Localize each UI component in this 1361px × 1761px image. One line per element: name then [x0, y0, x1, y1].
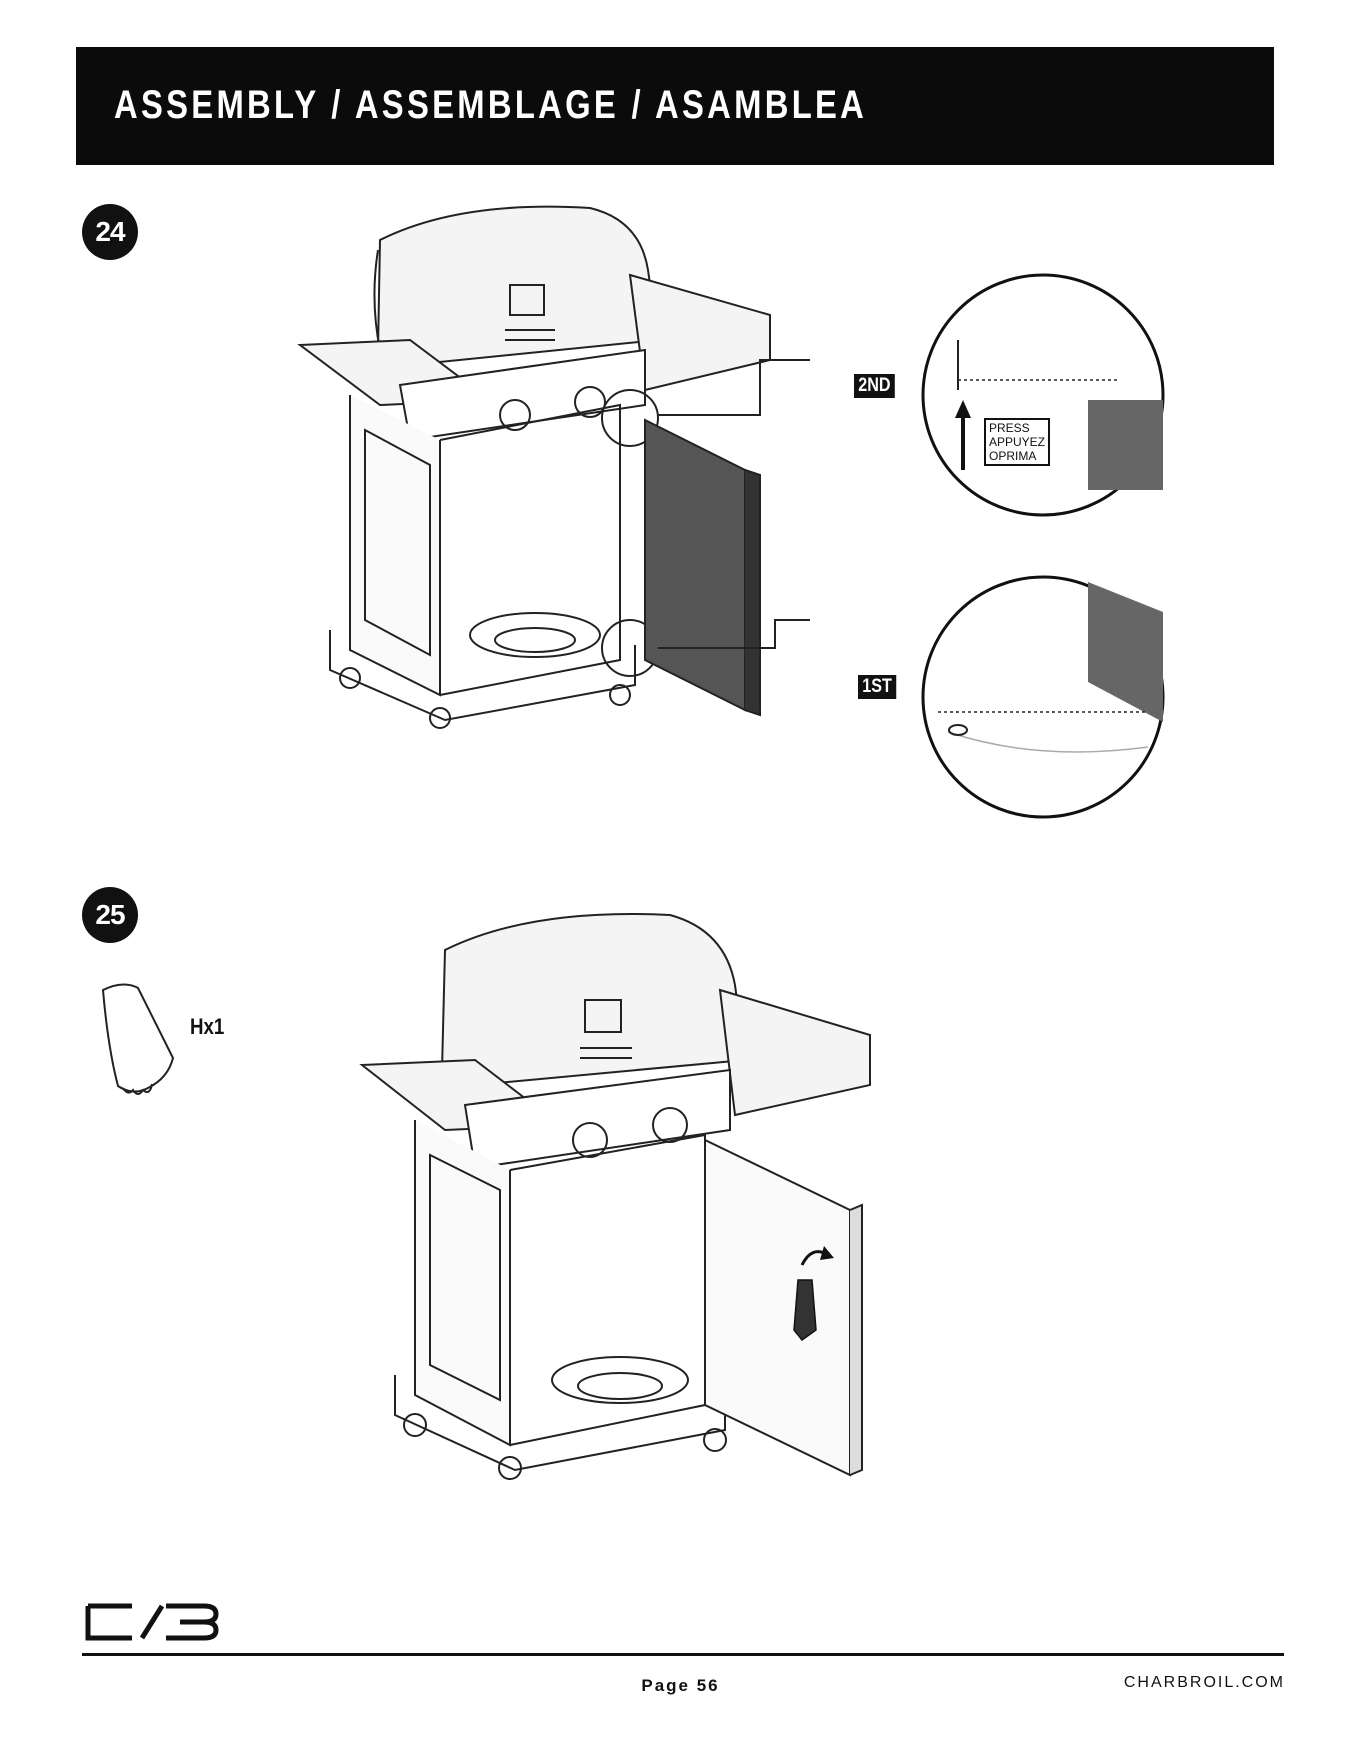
step-24-badge: 24: [82, 204, 138, 260]
header-bar: ASSEMBLY / ASSEMBLAGE / ASAMBLEA: [76, 47, 1274, 165]
website-link[interactable]: CHARBROIL.COM: [1124, 1674, 1285, 1692]
callout-1st: 1ST: [858, 675, 896, 699]
footer-rule: [82, 1653, 1284, 1656]
hook-part-icon: [88, 978, 198, 1108]
callout-2nd: 2ND: [854, 374, 895, 398]
step-24-grill-illustration: [290, 190, 870, 830]
step-25-badge: 25: [82, 887, 138, 943]
cb-logo: [84, 1600, 224, 1648]
step-25-grill-illustration: [350, 900, 970, 1590]
press-label: PRESS APPUYEZ OPRIMA: [984, 418, 1050, 466]
detail-circle-bottom: [918, 572, 1168, 822]
part-quantity-label: Hx1: [190, 1014, 224, 1040]
page-title: ASSEMBLY / ASSEMBLAGE / ASAMBLEA: [114, 83, 867, 128]
detail-circle-top: [918, 270, 1168, 520]
